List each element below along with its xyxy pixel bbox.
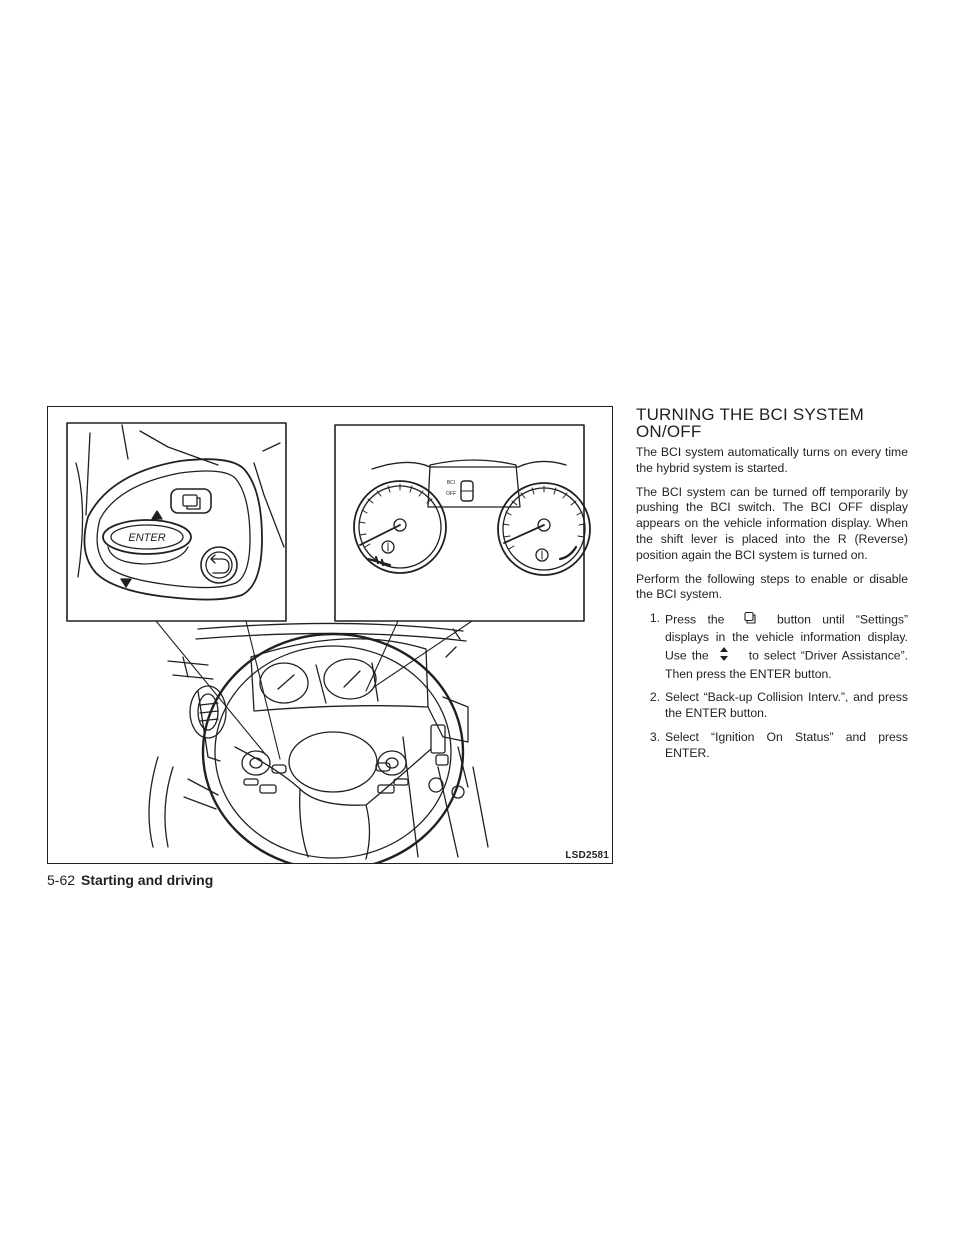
dashboard-scene: [148, 622, 489, 863]
step-1-text-b: button until “Settings” displays in the …: [665, 612, 909, 663]
enter-button-text: ENTER: [128, 532, 165, 544]
paragraph-3: Perform the following steps to enable or…: [636, 571, 908, 602]
bci-indicator-text: BCI: [447, 480, 455, 486]
inset-steering-switches: ENTER: [66, 422, 287, 622]
off-indicator-text: OFF: [446, 491, 456, 497]
paragraph-1: The BCI system automatically turns on ev…: [636, 445, 908, 475]
step-2: 2. Select “Back-up Collision Interv.”, a…: [644, 690, 908, 722]
illustration-drawing: ENTER: [66, 422, 591, 863]
step-3: 3. Select “Ignition On Status” and press…: [644, 730, 908, 762]
page-number: 5-62: [47, 872, 76, 888]
chapter-title: Starting and driving: [81, 872, 214, 888]
step-1: 1. Press the button until “Settings” dis…: [644, 611, 908, 682]
heading-line-2: ON/OFF: [636, 422, 702, 441]
page-footer: 5-62 Starting and driving: [47, 872, 213, 888]
callout-lines: [155, 620, 473, 760]
section-heading: TURNING THE BCI SYSTEM ON/OFF: [636, 406, 908, 440]
step-number: 2.: [649, 690, 660, 705]
step-1-text-a: Press the: [665, 612, 725, 627]
step-number: 1.: [649, 611, 660, 626]
right-gauge-ticks: [502, 485, 586, 550]
steps-list: 1. Press the button until “Settings” dis…: [636, 611, 908, 761]
inset-instrument-cluster: BCI OFF: [334, 424, 591, 622]
menu-button-icon: [736, 611, 766, 630]
figure-label: LSD2581: [565, 850, 609, 861]
paragraph-2: The BCI system can be turned off tempora…: [636, 484, 908, 562]
steering-switch-illustration: ENTER: [47, 406, 613, 864]
section-text: TURNING THE BCI SYSTEM ON/OFF The BCI sy…: [636, 406, 908, 770]
step-2-text: Select “Back-up Collision Interv.”, and …: [665, 690, 908, 721]
step-3-text: Select “Ignition On Status” and press EN…: [665, 729, 908, 760]
step-number: 3.: [649, 729, 660, 744]
step-1-text-c: to select “Driver Assistance”. Then pres…: [665, 648, 909, 681]
up-down-arrows-icon: [714, 646, 744, 667]
heading-line-1: TURNING THE BCI SYSTEM: [636, 405, 864, 424]
